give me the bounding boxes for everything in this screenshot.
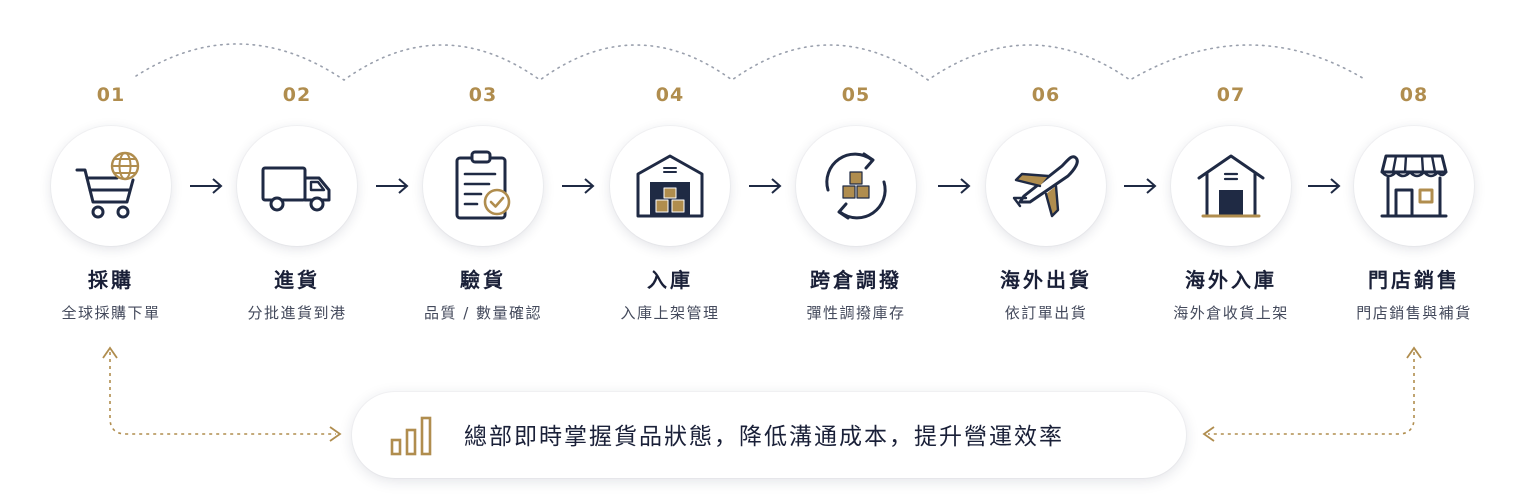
step-icon-circle bbox=[237, 126, 357, 246]
storefront-icon bbox=[1380, 154, 1448, 218]
step-subtitle: 彈性調撥庫存 bbox=[806, 304, 906, 322]
arrow-right-icon bbox=[376, 178, 409, 194]
step-07: 07 海外入庫 海外倉收貨上架 bbox=[1146, 0, 1316, 330]
summary-text: 總部即時掌握貨品狀態，降低溝通成本，提升營運效率 bbox=[464, 424, 1064, 450]
left-up-arrowhead bbox=[102, 346, 118, 359]
step-03: 03 驗貨 品質 / 數量確認 bbox=[398, 0, 568, 330]
step-title: 海外入庫 bbox=[1185, 268, 1277, 292]
arrow-right-icon bbox=[938, 178, 971, 194]
arrow-right-icon bbox=[562, 178, 595, 194]
step-subtitle: 分批進貨到港 bbox=[247, 304, 347, 322]
step-icon-circle bbox=[423, 126, 543, 246]
step-number: 04 bbox=[655, 84, 685, 106]
step-title: 入庫 bbox=[647, 268, 693, 292]
step-number: 01 bbox=[96, 84, 126, 106]
top-dotted-arcs bbox=[135, 43, 1367, 81]
step-number: 05 bbox=[841, 84, 871, 106]
step-number: 02 bbox=[282, 84, 312, 106]
step-title: 驗貨 bbox=[460, 268, 506, 292]
step-icon-circle bbox=[51, 126, 171, 246]
airplane-icon bbox=[1012, 155, 1079, 218]
step-subtitle: 門店銷售與補貨 bbox=[1356, 304, 1472, 322]
step-icon-circle bbox=[796, 126, 916, 246]
summary-banner: 總部即時掌握貨品狀態，降低溝通成本，提升營運效率 bbox=[352, 392, 1186, 478]
right-feedback-connector bbox=[1208, 352, 1415, 435]
step-number: 03 bbox=[468, 84, 498, 106]
right-left-arrowhead bbox=[1202, 426, 1215, 442]
step-05: 05 跨倉調撥 彈性調撥庫存 bbox=[771, 0, 941, 330]
transfer-boxes-icon bbox=[825, 152, 887, 220]
arrow-right-icon bbox=[190, 178, 223, 194]
step-title: 門店銷售 bbox=[1368, 268, 1460, 292]
step-subtitle: 依訂單出貨 bbox=[1004, 304, 1088, 322]
step-icon-circle bbox=[1354, 126, 1474, 246]
warehouse-icon bbox=[636, 154, 704, 218]
step-subtitle: 全球採購下單 bbox=[61, 304, 161, 322]
step-icon-circle bbox=[1171, 126, 1291, 246]
step-02: 02 進貨 分批進貨到港 bbox=[212, 0, 382, 330]
clipboard-check-icon bbox=[455, 150, 511, 220]
step-subtitle: 入庫上架管理 bbox=[620, 304, 720, 322]
overseas-warehouse-icon bbox=[1197, 154, 1265, 218]
cart-globe-icon bbox=[75, 151, 140, 219]
step-number: 06 bbox=[1031, 84, 1061, 106]
step-title: 採購 bbox=[88, 268, 134, 292]
step-06: 06 海外出貨 依訂單出貨 bbox=[961, 0, 1131, 330]
step-04: 04 入庫 入庫上架管理 bbox=[585, 0, 755, 330]
arrow-right-icon bbox=[1308, 178, 1341, 194]
bar-chart-icon bbox=[390, 416, 432, 456]
step-title: 跨倉調撥 bbox=[810, 268, 902, 292]
step-number: 08 bbox=[1399, 84, 1429, 106]
step-icon-circle bbox=[610, 126, 730, 246]
left-feedback-connector bbox=[109, 352, 336, 435]
arrow-right-icon bbox=[1124, 178, 1157, 194]
step-number: 07 bbox=[1216, 84, 1246, 106]
step-title: 海外出貨 bbox=[1000, 268, 1092, 292]
step-icon-circle bbox=[986, 126, 1106, 246]
arrow-right-icon bbox=[749, 178, 782, 194]
step-08: 08 門店銷售 門店銷售與補貨 bbox=[1329, 0, 1499, 330]
step-subtitle: 品質 / 數量確認 bbox=[423, 304, 543, 322]
step-01: 01 採購 全球採購下單 bbox=[26, 0, 196, 330]
left-right-arrowhead bbox=[329, 426, 342, 442]
truck-icon bbox=[261, 166, 331, 212]
step-subtitle: 海外倉收貨上架 bbox=[1173, 304, 1289, 322]
right-up-arrowhead bbox=[1406, 346, 1422, 359]
step-title: 進貨 bbox=[274, 268, 320, 292]
